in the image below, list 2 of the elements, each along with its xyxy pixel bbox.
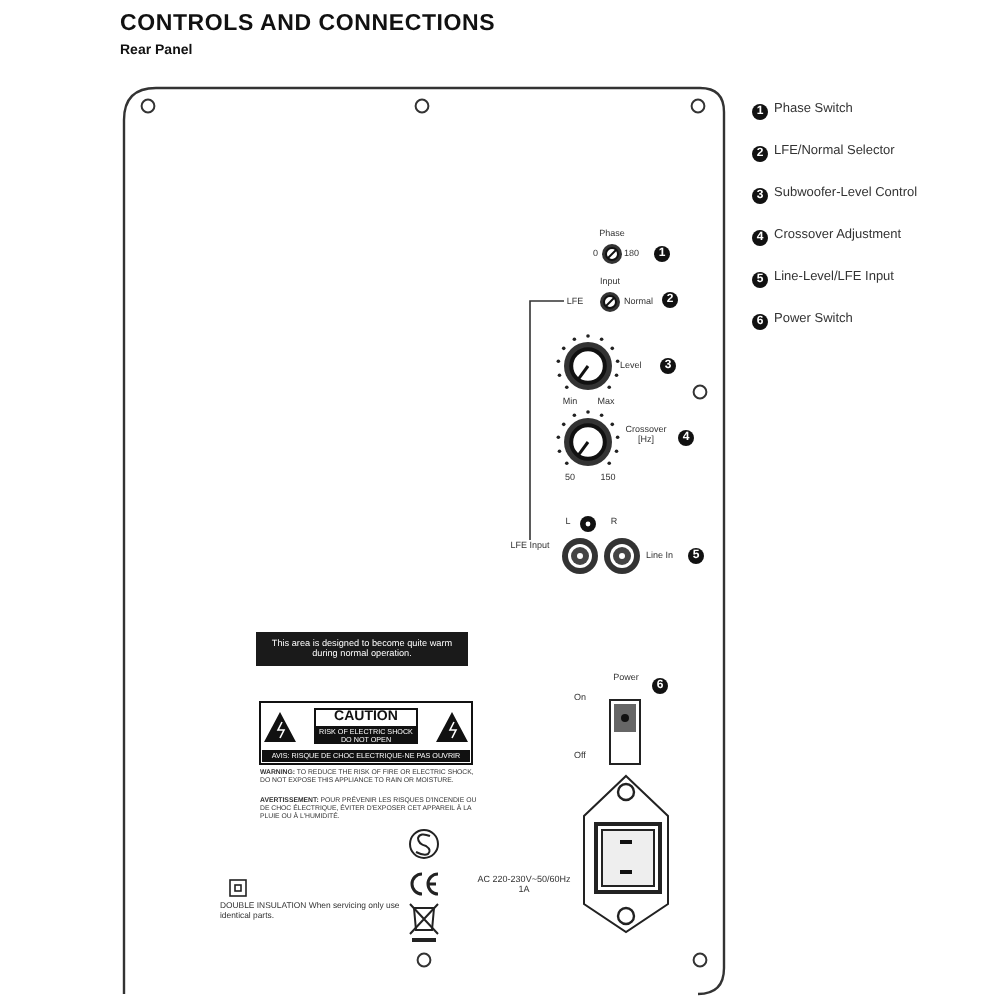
- connector-line: [529, 300, 565, 541]
- page-title: CONTROLS AND CONNECTIONS: [120, 12, 498, 39]
